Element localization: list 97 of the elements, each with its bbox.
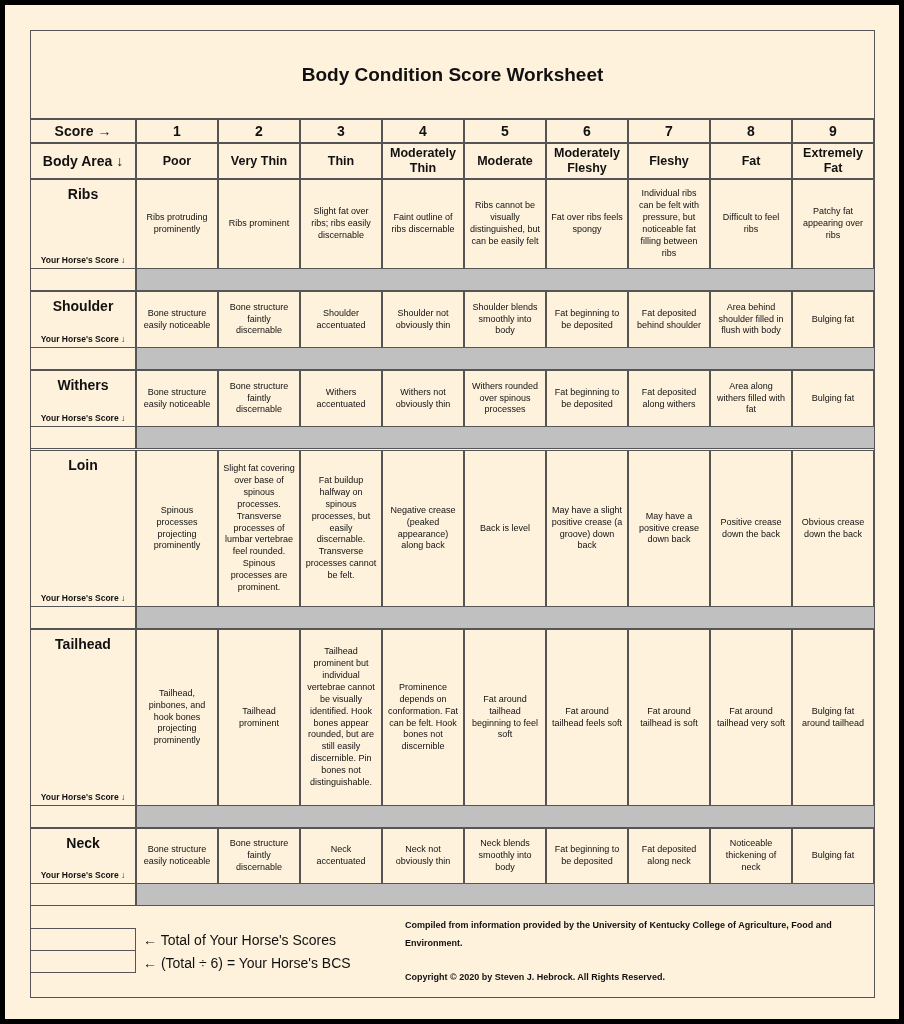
condition-description: Individual ribs can be felt with pressure, but noticeable fat filling between ribs (637, 188, 700, 260)
bcs-instruction: ← (Total ÷ 6) = Your Horse's BCS (143, 955, 351, 971)
condition-description: Noticeable thickening of neck (724, 838, 778, 874)
condition-description: Neck not obviously thin (394, 844, 452, 868)
condition-name: Extremely Fat (802, 146, 864, 176)
condition-description: Bone structure easily noticeable (142, 386, 212, 411)
shaded-bar (136, 883, 875, 906)
condition-description: Bulging fat (810, 392, 856, 405)
shaded-bar (136, 426, 875, 449)
condition-description: Area behind shoulder filled in flush with body (717, 301, 785, 338)
condition-description: Fat beginning to be deposited (553, 844, 621, 868)
condition-name: Moderately Thin (389, 146, 457, 176)
condition-description: Slight fat covering over base of spinous processes. Transverse processes of lumbar vertebrae feel rounded. Spinous processes are prominent. (222, 463, 296, 594)
condition-description: Shoulder blends smoothly into body (471, 301, 539, 338)
condition-description: Withers accentuated (315, 386, 367, 411)
condition-description: Bone structure faintly discernable (228, 301, 290, 338)
condition-description: Fat deposited behind shoulder (635, 307, 703, 332)
condition-description: Tailhead prominent (238, 705, 280, 730)
condition-description: Ribs prominent (227, 218, 291, 230)
score-number: 2 (255, 123, 263, 139)
condition-name: Thin (327, 153, 355, 169)
score-number: 7 (665, 123, 673, 139)
score-prompt: Your Horse's Score ↓ (40, 592, 126, 604)
condition-description: Tailhead, pinbones, and hook bones projecting prominently (147, 687, 207, 748)
body-area-name: Ribs (67, 186, 99, 202)
copyright-note: Copyright © 2020 by Steven J. Hebrock. All Rights Reserved. (405, 972, 665, 982)
shaded-bar (136, 268, 875, 291)
body-area-name: Withers (57, 377, 109, 393)
shaded-bar (136, 606, 875, 629)
shaded-bar (136, 805, 875, 828)
condition-description: May have a positive crease down back (638, 510, 700, 547)
condition-description: Obvious crease down the back (800, 516, 866, 541)
condition-description: Back is level (479, 522, 531, 535)
condition-description: Fat around tailhead very soft (715, 705, 786, 730)
score-number: 1 (173, 123, 181, 139)
condition-description: Fat buildup halfway on spinous processes, but easily discernable. Transverse processes cannot be felt. (304, 475, 378, 582)
condition-description: Fat around tailhead is soft (639, 705, 699, 730)
condition-description: Fat deposited along withers (640, 386, 698, 411)
condition-description: Faint outline of ribs discernable (390, 212, 456, 236)
score-number: 4 (419, 123, 427, 139)
condition-description: Fat beginning to be deposited (553, 386, 621, 411)
condition-name: Moderately Fleshy (553, 146, 621, 176)
condition-description: Slight fat over ribs; ribs easily discernable (310, 206, 372, 242)
score-heading: Score → (54, 122, 112, 140)
condition-description: Bulging fat around tailhead (800, 705, 866, 730)
body-area-name: Neck (66, 835, 100, 851)
condition-description: Fat over ribs feels spongy (550, 212, 624, 236)
score-prompt: Your Horse's Score ↓ (40, 254, 126, 266)
condition-description: Prominence depends on conformation. Fat can be felt. Hook bones not discernible (387, 681, 459, 754)
condition-description: Fat around tailhead beginning to feel soft (470, 693, 540, 742)
worksheet-title: Body Condition Score Worksheet (301, 63, 604, 86)
score-number: 3 (337, 123, 345, 139)
condition-description: Bone structure easily noticeable (142, 844, 212, 868)
condition-description: Fat around tailhead feels soft (550, 705, 623, 730)
score-number: 6 (583, 123, 591, 139)
score-prompt: Your Horse's Score ↓ (40, 869, 126, 881)
score-number: 5 (501, 123, 509, 139)
condition-description: Tailhead prominent but individual vertebrae cannot be visually identified. Hook bones appear rounded, but are still easily discernible. Pin bones not distinguishable. (306, 646, 376, 789)
condition-description: Bone structure faintly discernable (228, 838, 290, 874)
condition-description: May have a slight positive crease (a groove) down back (550, 504, 624, 553)
condition-description: Withers not obviously thin (394, 386, 452, 411)
source-note: Compiled from information provided by the University of Kentucky College of Agriculture, Food and Environment. (405, 920, 832, 948)
score-number: 8 (747, 123, 755, 139)
body-area-name: Loin (68, 457, 98, 473)
condition-name: Very Thin (230, 153, 288, 169)
condition-description: Area along withers filled with fat (716, 380, 786, 417)
condition-name: Poor (162, 153, 192, 169)
score-prompt: Your Horse's Score ↓ (40, 791, 126, 803)
condition-name: Moderate (477, 153, 533, 169)
condition-description: Withers rounded over spinous processes (470, 380, 539, 417)
condition-name: Fat (741, 153, 761, 169)
total-instruction: ← Total of Your Horse's Scores (143, 932, 337, 948)
body-area-name: Shoulder (52, 298, 114, 314)
condition-description: Neck accentuated (315, 844, 367, 868)
condition-description: Negative crease (peaked appearance) along back (389, 504, 457, 553)
condition-name: Fleshy (649, 153, 689, 169)
condition-description: Ribs cannot be visually distinguished, but can be easily felt (468, 200, 542, 248)
score-prompt: Your Horse's Score ↓ (40, 333, 126, 345)
condition-description: Bone structure faintly discernable (228, 380, 290, 417)
condition-description: Ribs protruding prominently (145, 212, 209, 236)
condition-description: Shoulder accentuated (315, 307, 367, 332)
condition-description: Positive crease down the back (719, 516, 783, 541)
condition-description: Difficult to feel ribs (721, 212, 781, 236)
condition-description: Bulging fat (810, 313, 856, 326)
condition-description: Shoulder not obviously thin (394, 307, 452, 332)
condition-description: Bone structure easily noticeable (142, 307, 212, 332)
condition-description: Fat deposited along neck (640, 844, 698, 868)
condition-description: Fat beginning to be deposited (553, 307, 621, 332)
condition-description: Spinous processes projecting prominently (152, 504, 202, 553)
condition-description: Patchy fat appearing over ribs (801, 206, 864, 242)
score-prompt: Your Horse's Score ↓ (40, 412, 126, 424)
condition-description: Neck blends smoothly into body (477, 838, 533, 874)
condition-description: Bulging fat (810, 850, 856, 862)
shaded-bar (136, 347, 875, 370)
body-area-heading: Body Area ↓ (42, 152, 124, 170)
score-number: 9 (829, 123, 837, 139)
body-area-name: Tailhead (55, 636, 111, 652)
